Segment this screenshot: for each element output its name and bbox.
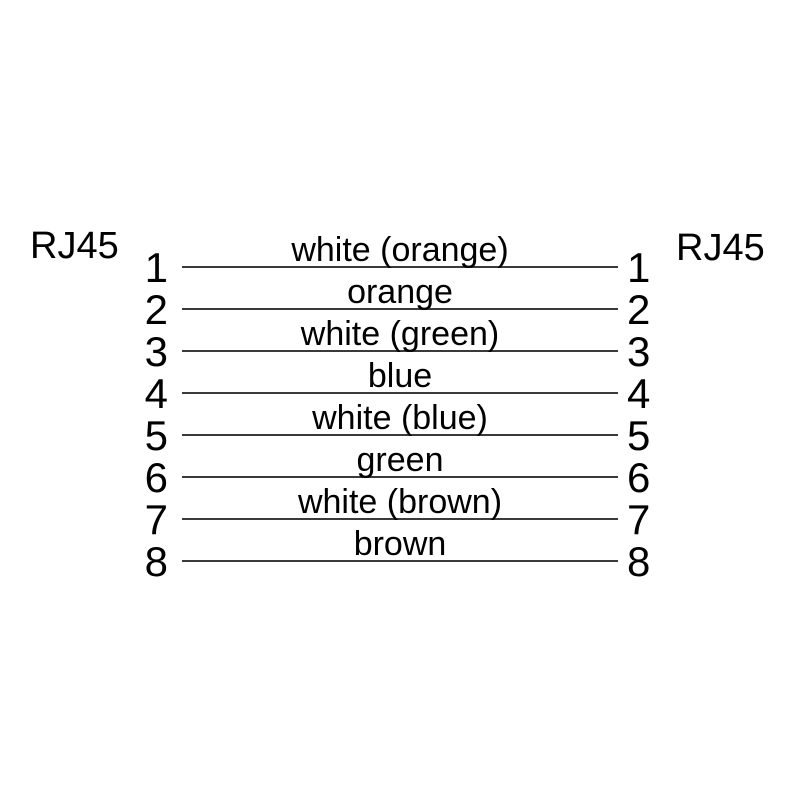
wire-color-label: green: [356, 441, 444, 479]
left-pin-number: 7: [144, 496, 168, 543]
right-pin-number: 7: [627, 496, 651, 543]
wire-color-label: white (blue): [312, 399, 488, 437]
wire-line: blue: [182, 359, 618, 394]
wire-line: green: [182, 443, 618, 478]
right-pin-number: 4: [627, 370, 651, 417]
wire-line: orange: [182, 275, 618, 310]
right-pin-number: 5: [627, 412, 651, 459]
wire-color-label: brown: [353, 525, 447, 563]
left-connector-label: RJ45: [30, 225, 119, 267]
right-pin-number: 1: [627, 244, 651, 291]
wire-line: white (blue): [182, 401, 618, 436]
right-connector-label: RJ45: [676, 227, 765, 269]
left-pin-number: 1: [144, 244, 168, 291]
wire-line: white (orange): [182, 233, 618, 268]
left-pin-number: 6: [144, 454, 168, 501]
left-pin-number: 8: [144, 538, 168, 585]
wire-line: white (green): [182, 317, 618, 352]
right-pin-number: 2: [627, 286, 651, 333]
right-pin-number: 3: [627, 328, 651, 375]
wire-color-label: blue: [367, 357, 433, 395]
wire-color-label: white (green): [300, 315, 500, 353]
wire-color-label: white (orange): [291, 231, 509, 269]
left-pin-number: 5: [144, 412, 168, 459]
left-pin-number: 3: [144, 328, 168, 375]
wire-line: white (brown): [182, 485, 618, 520]
wire-color-label: orange: [347, 273, 453, 311]
left-pin-number: 2: [144, 286, 168, 333]
wire-color-label: white (brown): [297, 483, 503, 521]
right-pin-number: 6: [627, 454, 651, 501]
right-pin-number: 8: [627, 538, 651, 585]
wire-line: brown: [182, 527, 618, 562]
left-pin-number: 4: [144, 370, 168, 417]
